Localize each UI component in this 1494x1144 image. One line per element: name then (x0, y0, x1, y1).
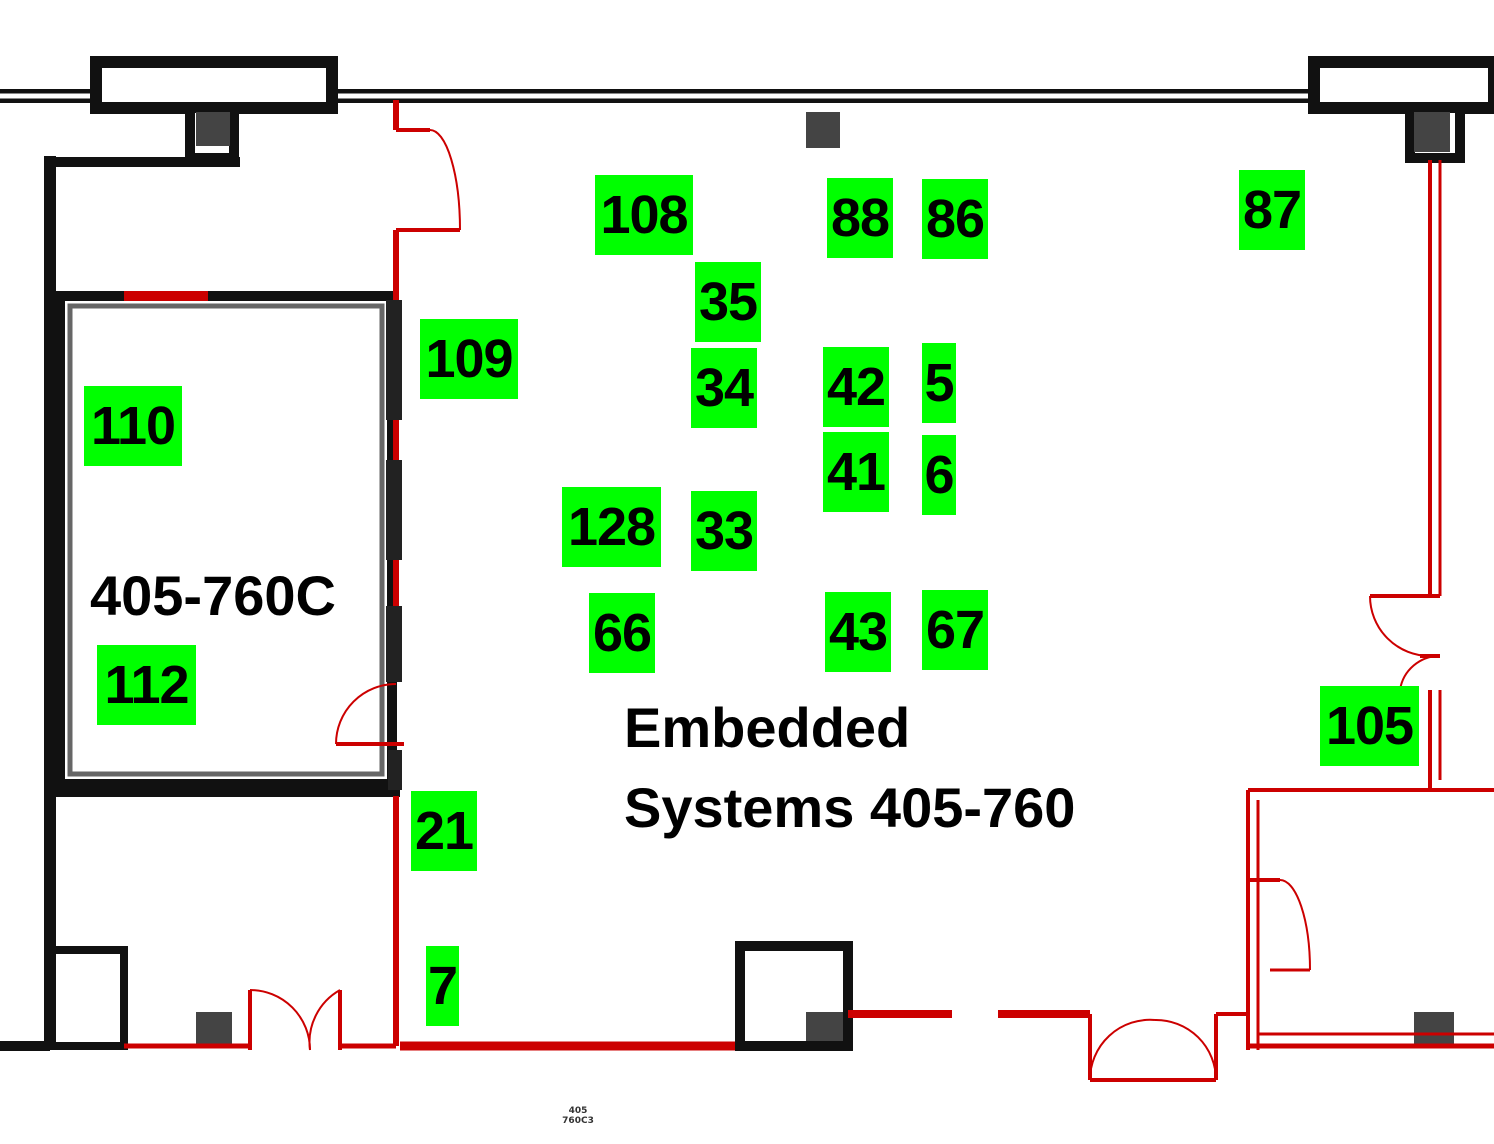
station-label-21: 21 (411, 791, 477, 871)
station-label-128: 128 (562, 487, 661, 567)
columns (196, 112, 1454, 1046)
room-label-main-line2: Systems 405-760 (624, 776, 1076, 839)
right-walls (1246, 160, 1494, 972)
station-label-109: 109 (420, 319, 518, 399)
station-label-88: 88 (827, 178, 893, 258)
station-label-43: 43 (825, 592, 891, 672)
station-label-33: 33 (691, 491, 757, 571)
station-label-42: 42 (823, 347, 889, 427)
station-label-6: 6 (922, 435, 956, 515)
tiny-room-tag-line1: 405 (568, 1106, 588, 1116)
station-label-7: 7 (426, 946, 459, 1026)
tiny-room-tag-line2: 760C3 (562, 1116, 594, 1126)
partition-wall (335, 100, 461, 1046)
station-label-87: 87 (1239, 170, 1305, 250)
station-label-41: 41 (823, 432, 889, 512)
room-label-main-line1: Embedded (624, 696, 911, 759)
station-label-112: 112 (97, 645, 196, 725)
room-label-405-760c: 405-760C (90, 564, 336, 627)
station-label-34: 34 (691, 348, 757, 428)
bottom-wall-left (124, 989, 740, 1051)
station-label-105: 105 (1320, 686, 1419, 766)
tiny-room-tag: 405 760C3 (548, 1106, 608, 1126)
station-label-5: 5 (922, 343, 956, 423)
station-label-67: 67 (922, 590, 988, 670)
bottom-wall-right (735, 880, 1494, 1082)
station-label-35: 35 (695, 262, 761, 342)
station-label-86: 86 (922, 179, 988, 259)
station-label-66: 66 (589, 593, 655, 673)
station-label-108: 108 (595, 175, 693, 255)
station-label-110: 110 (84, 386, 182, 466)
